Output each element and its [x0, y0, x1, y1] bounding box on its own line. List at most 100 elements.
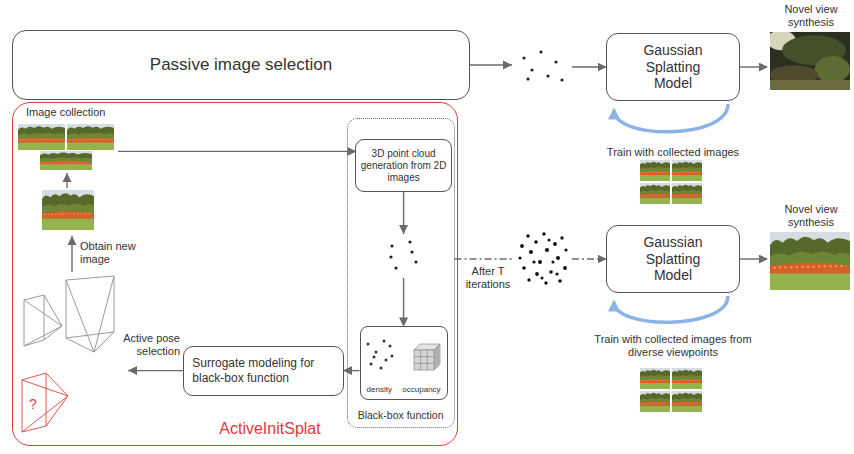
- dense-point-cloud-part: [526, 234, 529, 237]
- image-collection: [18, 124, 114, 170]
- new-image: [42, 190, 94, 230]
- arrowhead: [63, 173, 72, 182]
- occupancy-grid-icon-part: [414, 350, 434, 370]
- sparse-point-cloud-part: [408, 240, 411, 243]
- sparse-point-cloud-part: [546, 74, 549, 77]
- label-slot: Novel view synthesis: [772, 203, 850, 229]
- sparse-point-cloud-part: [530, 68, 533, 71]
- caption-label: Image collection: [26, 106, 126, 119]
- dense-point-cloud: [518, 232, 567, 284]
- dense-point-cloud-part: [553, 242, 557, 246]
- arrow-label: Active pose selection: [112, 332, 180, 358]
- process-box: 3D point cloud generation from 2D images: [355, 139, 451, 191]
- sparse-point-cloud-part: [554, 60, 557, 63]
- dense-point-cloud-part: [535, 272, 539, 276]
- camera-frustum: [24, 295, 62, 346]
- candidate-camera-frustum: [22, 373, 68, 432]
- box-label: Gaussian Splatting Model: [627, 234, 720, 284]
- output-arrow: [740, 66, 767, 67]
- icon-caption: occupancy: [402, 385, 440, 395]
- dense-point-cloud-part: [555, 272, 558, 275]
- arrow-label: Obtain new image: [80, 240, 138, 266]
- arrowhead: [503, 61, 512, 70]
- method-region: ActiveInitSplat Black-box function 3D poin…: [12, 102, 458, 446]
- density-icon-part: [391, 355, 394, 358]
- box-label: Gaussian Splatting Model: [627, 42, 720, 92]
- connector-arrow: [403, 192, 404, 326]
- connector-arrow: [470, 65, 606, 67]
- label-slot: Novel view synthesis: [772, 3, 850, 29]
- training-thumbnails-part: [640, 183, 670, 204]
- training-thumbnails-part: [640, 391, 670, 412]
- training-thumbnails-part: [672, 368, 702, 389]
- training-loop-arrow: [614, 104, 728, 132]
- caption-label: Novel view synthesis: [772, 3, 850, 29]
- training-thumbnails-part: [672, 391, 702, 412]
- density-icon-part: [380, 367, 383, 370]
- arrowhead: [128, 366, 137, 375]
- density-icon-part: [389, 345, 392, 348]
- sparse-point-cloud-part: [526, 77, 529, 80]
- connector-arrow: [67, 151, 355, 370]
- camera-frustum-part: [66, 276, 114, 352]
- sparse-point-cloud: [389, 240, 417, 269]
- candidate-camera-frustum-part: [22, 373, 68, 432]
- dense-point-cloud-part: [532, 260, 535, 263]
- dense-point-cloud-part: [522, 266, 526, 270]
- sparse-point-cloud-part: [539, 50, 542, 53]
- box-label: 3D point cloud generation from 2D images: [360, 148, 446, 184]
- dense-point-cloud-part: [556, 256, 560, 260]
- dense-point-cloud-part: [534, 240, 538, 244]
- unknown-pose-mark: ?: [29, 396, 43, 413]
- density-icon-part: [367, 343, 370, 346]
- dense-point-cloud-part: [527, 278, 530, 281]
- image-collection-part: [18, 124, 65, 150]
- model-box: Gaussian Splatting Model: [606, 33, 741, 102]
- group-box: Black-box function 3D point cloud generat…: [347, 118, 455, 428]
- sparse-point-cloud-part: [394, 266, 397, 269]
- camera-frustum-part: [66, 276, 114, 338]
- training-thumbnails-part: [640, 368, 670, 389]
- training-thumbnails-part: [640, 160, 670, 181]
- region-title: ActiveInitSplat: [219, 419, 320, 438]
- caption-label: Novel view synthesis: [772, 203, 850, 229]
- camera-frustum: [66, 276, 114, 352]
- density-icon: [367, 340, 394, 370]
- camera-frustum-part: [24, 295, 62, 346]
- density-icon-part: [370, 363, 373, 366]
- label-slot: Obtain new image: [80, 240, 138, 266]
- output-arrow: [740, 258, 767, 259]
- dense-point-cloud-part: [551, 260, 554, 263]
- label-slot: Image collection: [26, 106, 126, 119]
- training-thumbnails: [640, 160, 702, 204]
- occupancy-grid-icon-part: [414, 350, 434, 370]
- model-box: Gaussian Splatting Model: [606, 225, 741, 294]
- dense-point-cloud-part: [538, 260, 542, 264]
- sparse-point-cloud-part: [522, 56, 525, 59]
- feature-box: densityoccupancy: [360, 326, 448, 400]
- dense-point-cloud-part: [542, 232, 545, 235]
- dense-point-cloud-part: [558, 279, 562, 283]
- dense-point-cloud-part: [529, 250, 533, 254]
- connector-arrow: [455, 258, 606, 259]
- density-icon-part: [385, 359, 388, 362]
- sparse-point-cloud-part: [389, 255, 392, 258]
- dense-point-cloud-part: [549, 270, 553, 274]
- dense-point-cloud-part: [518, 256, 521, 259]
- dense-point-cloud-part: [548, 239, 551, 242]
- group-label: Black-box function: [358, 409, 444, 422]
- sparse-point-cloud: [522, 50, 563, 81]
- sparse-point-cloud-part: [410, 250, 413, 253]
- box-label: Passive image selection: [150, 55, 332, 75]
- dense-point-cloud-part: [563, 266, 567, 270]
- density-icon-part: [373, 356, 376, 359]
- dense-point-cloud-part: [544, 281, 547, 284]
- sparse-point-cloud-part: [414, 260, 417, 263]
- training-thumbnails-part: [672, 160, 702, 181]
- occupancy-grid-icon-part: [436, 346, 438, 368]
- density-icon-part: [383, 340, 386, 343]
- label-slot: After T iterations: [460, 265, 516, 291]
- density-icon-part: [375, 351, 378, 354]
- novel-view-image: [767, 30, 850, 90]
